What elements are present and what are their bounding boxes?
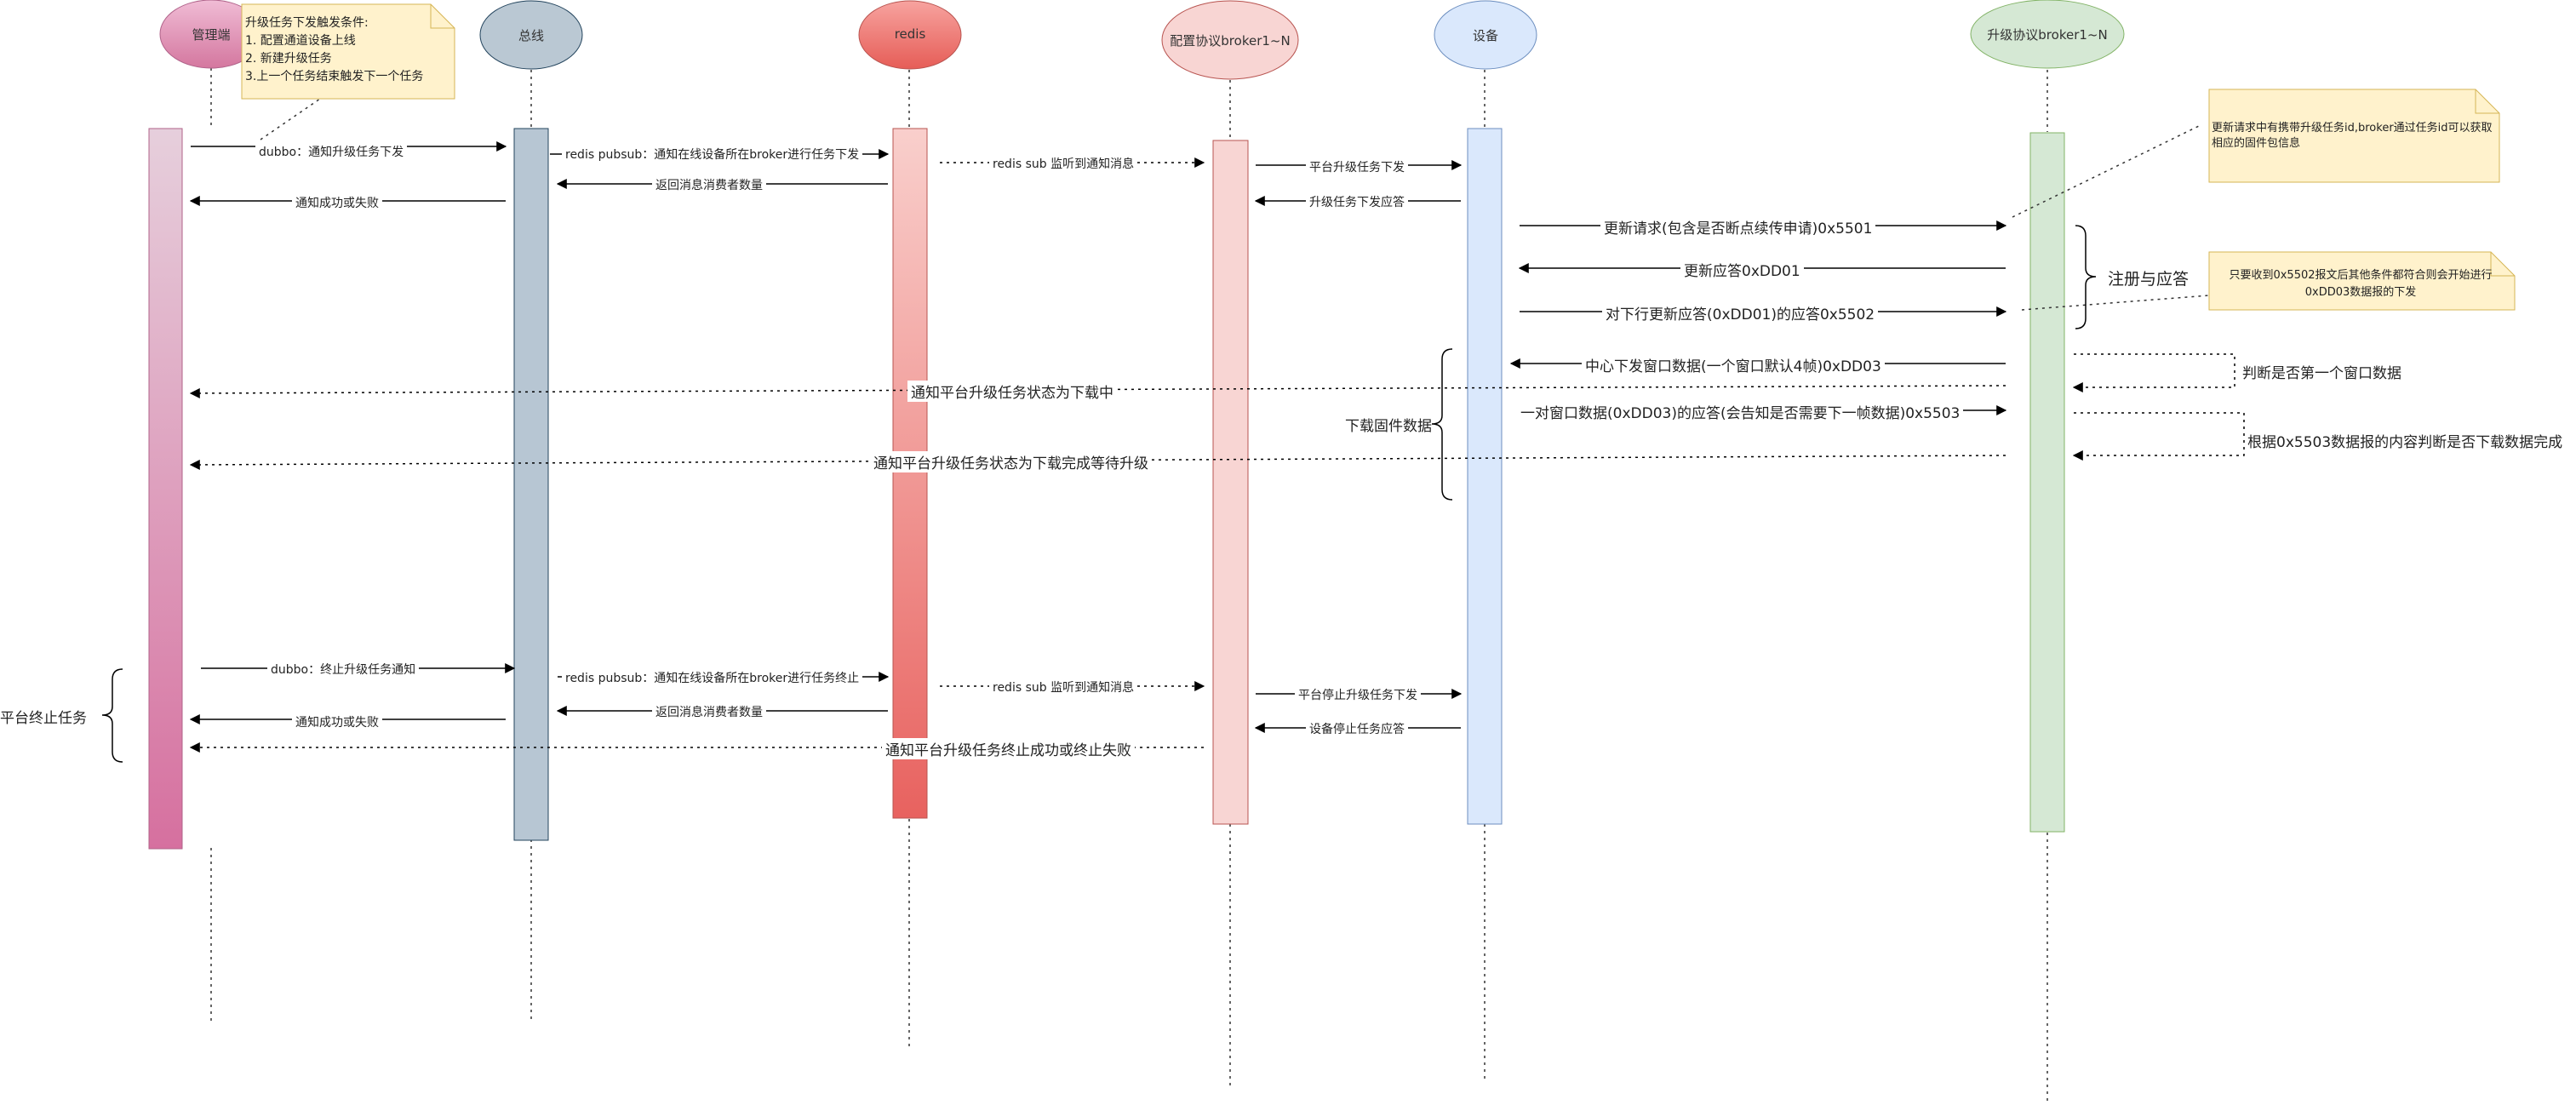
message-label: 通知平台升级任务终止成功或终止失败	[882, 738, 1135, 759]
lifelines	[210, 68, 2048, 1105]
message-label: 对下行更新应答(0xDD01)的应答0x5502	[1602, 302, 1879, 323]
note-trigger-title: 升级任务下发触发条件:	[245, 16, 369, 30]
message-label: dubbo：终止升级任务通知	[267, 661, 420, 678]
annotation-register: 注册与应答	[2108, 270, 2190, 289]
message-label: dubbo：通知升级任务下发	[255, 143, 408, 160]
message-label: 返回消息消费者数量	[652, 703, 766, 720]
message-label: redis pubsub：通知在线设备所在broker进行任务下发	[562, 146, 863, 163]
annotation-platform-stop: 平台终止任务	[0, 710, 87, 727]
note-trigger	[241, 3, 455, 100]
head-bus	[479, 0, 583, 70]
activation-admin	[148, 128, 183, 850]
message-label: 返回消息消费者数量	[652, 176, 766, 193]
activation-redis	[892, 128, 928, 819]
activation-device	[1467, 128, 1503, 825]
head-device	[1434, 0, 1537, 70]
head-redis	[858, 0, 962, 70]
message-label: 通知成功或失败	[292, 194, 382, 211]
message-label: 通知成功或失败	[292, 713, 382, 730]
note-trigger-text: 升级任务下发触发条件: 1. 配置通道设备上线 2. 新建升级任务 3.上一个任…	[245, 14, 449, 86]
note-start-text: 只要收到0x5502报文后其他条件都符合则会开始进行0xDD03数据报的下发	[2229, 269, 2493, 299]
head-upgrade-broker	[1970, 0, 2125, 69]
message-label: 设备停止任务应答	[1306, 720, 1408, 737]
message-label: 中心下发窗口数据(一个窗口默认4帧)0xDD03	[1582, 354, 1885, 375]
participant-config-broker-label: 配置协议broker1~N	[1170, 33, 1291, 49]
annotation-first-window: 判断是否第一个窗口数据	[2242, 365, 2401, 382]
activation-upgrade-broker	[2029, 132, 2065, 833]
activation-config-broker	[1212, 140, 1249, 825]
participant-upgrade-broker-label: 升级协议broker1~N	[1987, 27, 2108, 43]
message-label: 平台停止升级任务下发	[1295, 686, 1421, 703]
note-trigger-item: 3.上一个任务结束触发下一个任务	[245, 70, 424, 83]
message-label: redis pubsub：通知在线设备所在broker进行任务终止	[562, 669, 863, 686]
annotation-download-fw: 下载固件数据	[1345, 418, 1432, 435]
participant-redis-label: redis	[894, 26, 926, 42]
participant-bus-label: 总线	[518, 28, 544, 43]
note-trigger-item: 2. 新建升级任务	[245, 52, 332, 66]
message-label: 平台升级任务下发	[1306, 158, 1408, 175]
participant-admin-label: 管理端	[192, 27, 231, 43]
note-start	[2208, 251, 2516, 311]
message-label: 通知平台升级任务状态为下载完成等待升级	[870, 451, 1152, 472]
message-label: redis sub 监听到通知消息	[989, 678, 1138, 696]
participant-device-label: 设备	[1472, 28, 1498, 43]
head-config-broker	[1161, 0, 1299, 80]
message-label: 更新请求(包含是否断点续传申请)0x5501	[1600, 216, 1876, 238]
note-firmware-text: 更新请求中有携带升级任务id,broker通过任务id可以获取相应的固件包信息	[2212, 122, 2493, 150]
message-label: 通知平台升级任务状态为下载中	[907, 381, 1117, 402]
annotation-download-done: 根据0x5503数据报的内容判断是否下载数据完成	[2247, 434, 2563, 451]
message-label: 更新应答0xDD01	[1680, 259, 1804, 280]
braces	[101, 225, 2097, 763]
message-label: 升级任务下发应答	[1306, 193, 1408, 210]
note-trigger-item: 1. 配置通道设备上线	[245, 34, 356, 48]
message-label: redis sub 监听到通知消息	[989, 155, 1138, 172]
message-label: 一对窗口数据(0xDD03)的应答(会告知是否需要下一帧数据)0x5503	[1517, 401, 1964, 422]
activation-bus	[513, 128, 549, 841]
note-firmware	[2208, 89, 2500, 183]
